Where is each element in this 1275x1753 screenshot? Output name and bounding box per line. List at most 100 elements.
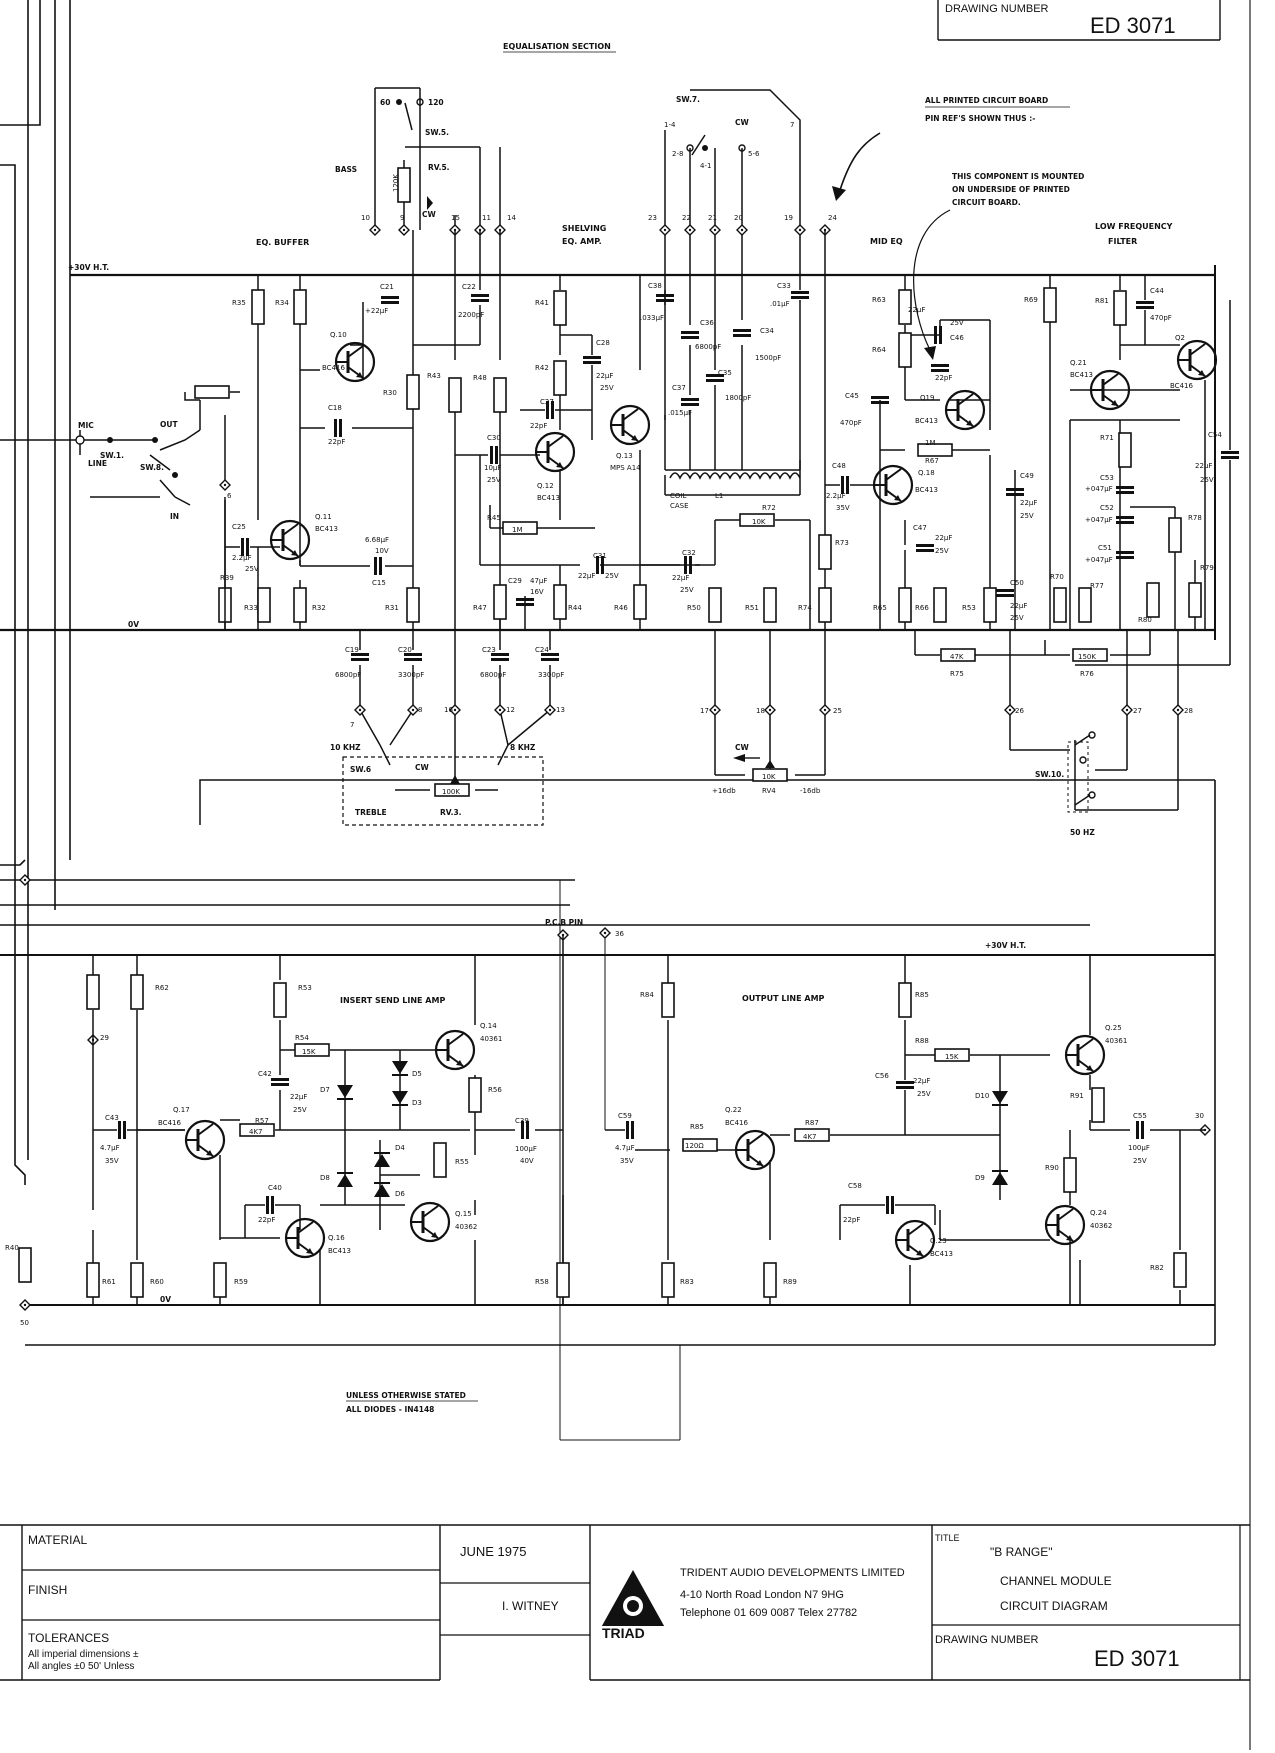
r77-resistor-icon [1078, 587, 1092, 623]
svg-text:22µF: 22µF [672, 574, 689, 582]
svg-text:C43: C43 [105, 1114, 119, 1122]
svg-text:R58: R58 [535, 1278, 549, 1286]
bottom-pins: 36 29 30 50 [19, 874, 1211, 1327]
notes: ALL PRINTED CIRCUIT BOARD PIN REF'S SHOW… [346, 96, 1084, 1414]
rv4-label: RV4 [762, 787, 776, 795]
svg-text:25V: 25V [1200, 476, 1214, 484]
shelving-labels: R41 R42 C28 22µF 25V C27 22pF C30 10µF 2… [473, 299, 641, 612]
r42-resistor-icon [553, 360, 567, 396]
shelving-amp-heading: EQ. AMP. [562, 237, 602, 246]
sw10-contact-3 [1088, 791, 1096, 799]
top-rails [0, 265, 1216, 640]
pins-sw7: 23 22 21 20 19 24 [648, 214, 837, 236]
r71-resistor-icon [1118, 432, 1132, 468]
svg-text:C58: C58 [848, 1182, 862, 1190]
svg-text:R66: R66 [915, 604, 929, 612]
sw10-contact-1 [1088, 731, 1096, 739]
section-headings: EQUALISATION SECTION EQ. BUFFER SHELVING… [256, 42, 1173, 1005]
svg-text:R33: R33 [244, 604, 258, 612]
svg-text:C24: C24 [535, 646, 549, 654]
svg-text:BC413: BC413 [537, 494, 560, 502]
svg-text:40362: 40362 [1090, 1222, 1112, 1230]
svg-text:4.7µF: 4.7µF [100, 1144, 120, 1152]
r76-value: 150K [1078, 653, 1096, 661]
r85b-resistor-icon [898, 982, 912, 1018]
svg-text:R59: R59 [234, 1278, 248, 1286]
svg-text:R71: R71 [1100, 434, 1114, 442]
svg-text:40361: 40361 [480, 1035, 502, 1043]
svg-text:20: 20 [734, 214, 743, 222]
r75-label: R75 [950, 670, 964, 678]
r62-resistor-icon [130, 974, 144, 1010]
svg-text:35V: 35V [105, 1157, 119, 1165]
svg-text:25V: 25V [1020, 512, 1034, 520]
mid-eq-heading: MID EQ [870, 237, 903, 246]
svg-text:2.2µF: 2.2µF [826, 492, 846, 500]
svg-text:1M: 1M [925, 439, 936, 447]
svg-text:R87: R87 [805, 1119, 819, 1127]
svg-text:R46: R46 [614, 604, 628, 612]
c32-labels: C32 22µF 25V R72 10K R73 R50 R51 R74 [672, 504, 849, 612]
svg-text:35V: 35V [620, 1157, 634, 1165]
underside-note-3: CIRCUIT BOARD. [952, 198, 1021, 207]
r75-value: 47K [950, 653, 964, 661]
svg-text:C27: C27 [540, 398, 554, 406]
svg-text:28: 28 [1184, 707, 1193, 715]
svg-text:R88: R88 [915, 1037, 929, 1045]
pcb-pin-label: P.C.B PIN [545, 918, 583, 927]
bass-120-label: 120 [428, 98, 444, 107]
minus16-label: -16db [800, 787, 821, 795]
svg-text:R64: R64 [872, 346, 886, 354]
output-line-circuit [605, 955, 1205, 1305]
svg-text:BC413: BC413 [1070, 371, 1093, 379]
sw7-contact-1 [686, 144, 694, 152]
r66-resistor-icon [933, 587, 947, 623]
svg-text:29: 29 [100, 1034, 109, 1042]
svg-text:R53: R53 [298, 984, 312, 992]
svg-text:22pF: 22pF [530, 422, 547, 430]
svg-text:C20: C20 [398, 646, 412, 654]
company-telephone: Telephone 01 609 0087 Telex 27782 [680, 1607, 857, 1619]
rv4-circuit [714, 630, 826, 776]
rail-0v-top: 0V [128, 620, 139, 629]
svg-text:4K7: 4K7 [249, 1128, 263, 1136]
rv4-labels: CW 10K +16db RV4 -16db [712, 743, 821, 795]
sw7-coil-circuit [664, 89, 801, 496]
svg-text:1800pF: 1800pF [725, 394, 751, 402]
svg-text:R44: R44 [568, 604, 582, 612]
svg-text:C44: C44 [1150, 287, 1164, 295]
svg-text:R34: R34 [275, 299, 289, 307]
svg-text:R55: R55 [455, 1158, 469, 1166]
svg-text:Q19: Q19 [920, 394, 934, 402]
tolerances-label: TOLERANCES [28, 1631, 109, 1645]
svg-text:25V: 25V [245, 565, 259, 573]
svg-text:9: 9 [400, 214, 404, 222]
rv5-cw-label: CW [422, 210, 437, 219]
svg-text:7: 7 [350, 721, 354, 729]
sw7-pos-7: 7 [790, 121, 794, 129]
header-drawing-number-box: DRAWING NUMBER ED 3071 [937, 0, 1221, 41]
shelving-heading: SHELVING [562, 224, 606, 233]
svg-text:13: 13 [556, 706, 565, 714]
svg-text:Q.23: Q.23 [930, 1237, 947, 1245]
svg-text:25V: 25V [935, 547, 949, 555]
title-drawing-number-label: DRAWING NUMBER [935, 1634, 1039, 1646]
coil-label: COIL [670, 492, 686, 500]
svg-text:D3: D3 [412, 1099, 422, 1107]
r47-resistor-icon [493, 584, 507, 620]
svg-text:16V: 16V [530, 588, 544, 596]
svg-text:3300pF: 3300pF [538, 671, 564, 679]
svg-text:BC413: BC413 [915, 417, 938, 425]
treble-circuit [359, 630, 551, 791]
sw10-contact-2 [1079, 756, 1087, 764]
khz10-label: 10 KHZ [330, 743, 361, 752]
svg-text:R67: R67 [925, 457, 939, 465]
svg-text:C22: C22 [462, 283, 476, 291]
svg-text:15K: 15K [945, 1053, 959, 1061]
title-block-text: MATERIAL FINISH TOLERANCES All imperial … [28, 1533, 1180, 1672]
svg-text:22µF: 22µF [1010, 602, 1027, 610]
mid-eq-labels: R63 R64 22µF 25V C46 22pF C45 470pF Q19 … [826, 296, 1037, 622]
svg-text:120K: 120K [392, 174, 400, 192]
svg-text:22µF: 22µF [596, 372, 613, 380]
